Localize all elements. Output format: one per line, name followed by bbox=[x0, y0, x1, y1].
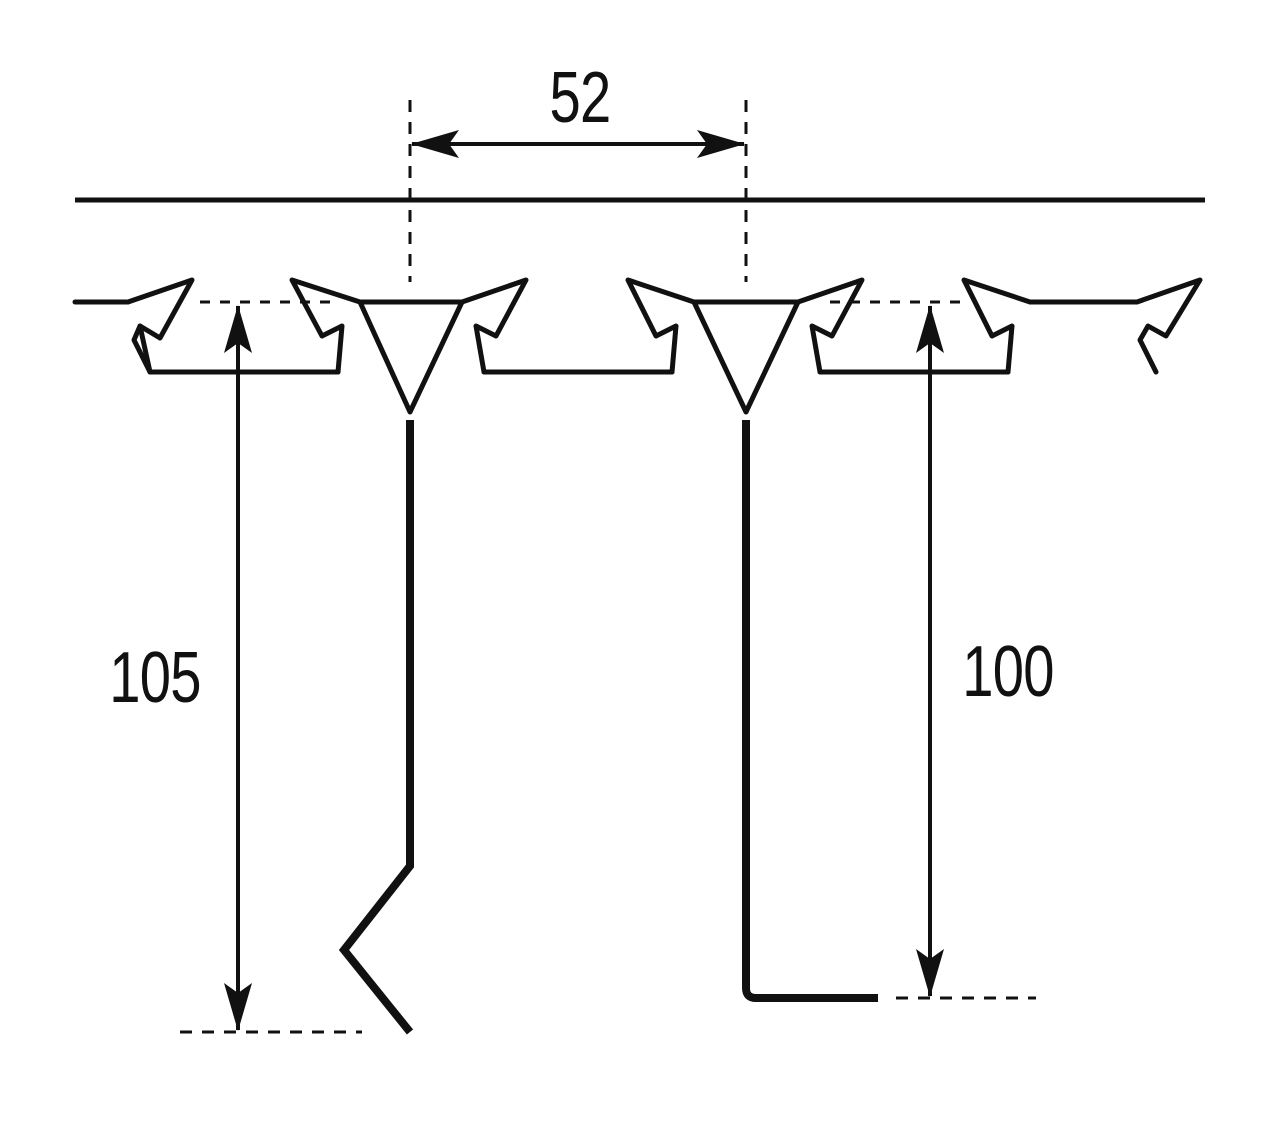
right-hanger-leg bbox=[742, 420, 878, 1002]
clip-profile-row bbox=[72, 277, 1203, 415]
dimension-label-right-depth: 100 bbox=[962, 632, 1054, 712]
dimension-label-spacing: 52 bbox=[549, 58, 612, 138]
left-hanger-leg bbox=[338, 420, 414, 1035]
dimension-label-left-depth: 105 bbox=[109, 638, 201, 718]
